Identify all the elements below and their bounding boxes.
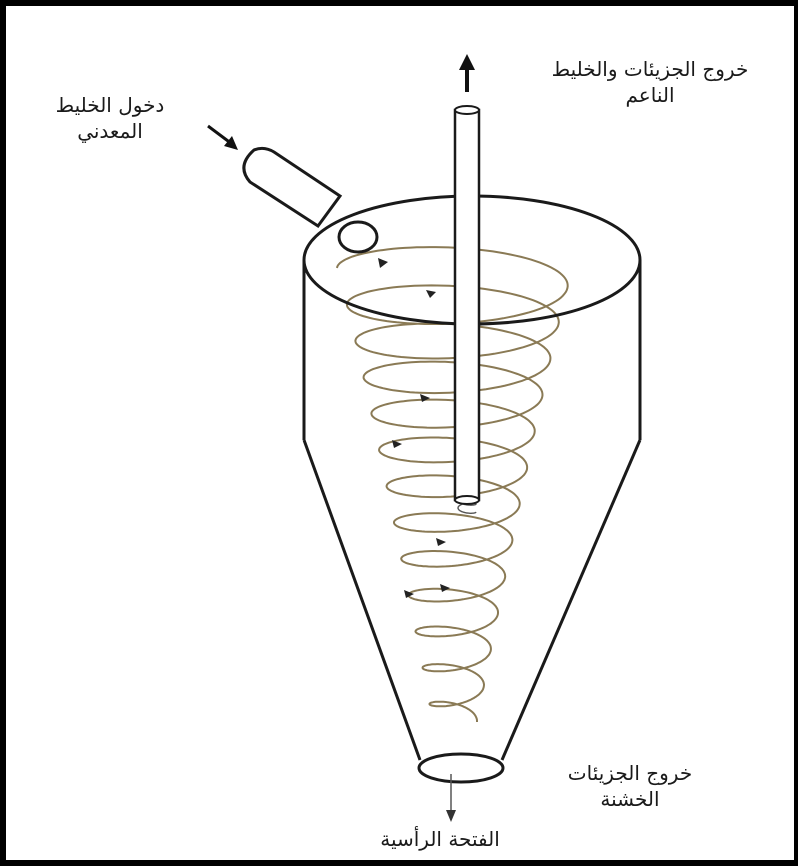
fine-outlet-label: خروج الجزيئات والخليط الناعم bbox=[500, 56, 798, 108]
fine-outlet-label-line1: خروج الجزيئات والخليط bbox=[500, 56, 798, 82]
feed-inlet-opening bbox=[339, 222, 377, 252]
feed-inlet-pipe bbox=[244, 148, 340, 226]
vortex-finder-top bbox=[455, 106, 479, 114]
apex-label: الفتحة الرأسية bbox=[340, 826, 540, 852]
feed-inlet-label-line2: المعدني bbox=[20, 118, 200, 144]
vortex-finder-bottom bbox=[455, 496, 479, 504]
inlet-arrow-icon bbox=[208, 126, 238, 150]
vortex-finder-tube bbox=[455, 110, 479, 500]
feed-inlet-label: دخول الخليط المعدني bbox=[20, 92, 200, 144]
up-arrow-icon bbox=[459, 54, 475, 92]
coarse-outlet-label-line1: خروج الجزيئات bbox=[520, 760, 740, 786]
cone-right-wall bbox=[502, 440, 640, 760]
fine-outlet-label-line2: الناعم bbox=[500, 82, 798, 108]
coarse-outlet-label: خروج الجزيئات الخشنة bbox=[520, 760, 740, 812]
feed-inlet-label-line1: دخول الخليط bbox=[20, 92, 200, 118]
apex-opening bbox=[419, 754, 503, 782]
coarse-outlet-label-line2: الخشنة bbox=[520, 786, 740, 812]
cone-left-wall bbox=[304, 440, 420, 760]
